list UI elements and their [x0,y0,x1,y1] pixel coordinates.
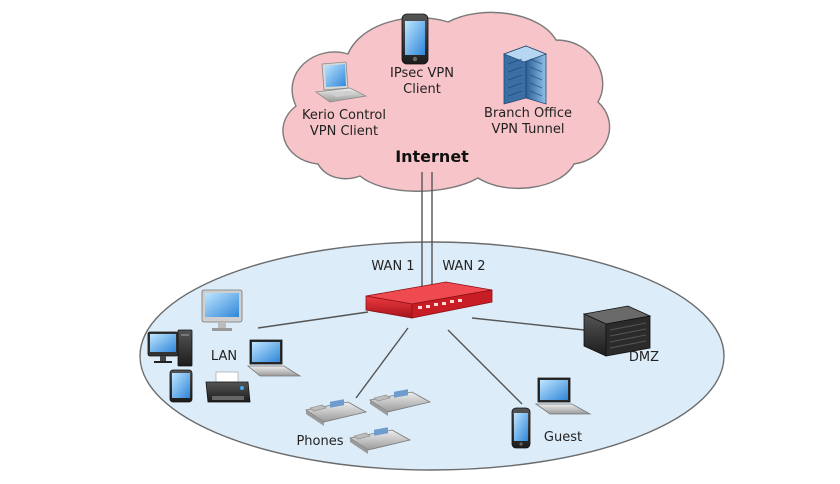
wan2-label: WAN 2 [442,259,486,274]
smartphone-icon [511,407,531,449]
guest-label: Guest [543,430,583,445]
desktop-monitor-icon [201,289,243,331]
laptop-icon [246,339,302,377]
ip-phone-icon [304,399,368,426]
office-building-icon [502,45,548,105]
smartphone-icon [401,13,429,65]
dmz-link [471,317,585,331]
printer-icon [205,371,251,403]
lan-label: LAN [210,349,238,364]
phones-label: Phones [296,434,344,449]
kerio-vpn-client-label: Kerio Control VPN Client [302,108,386,139]
tablet-icon [169,369,193,403]
firewall-appliance-icon [365,281,493,319]
laptop-icon [314,61,368,103]
internet-title: Internet [395,147,469,166]
guest-link [447,329,523,405]
lan-link [257,311,369,329]
ipsec-vpn-client-label: IPsec VPN Client [390,66,454,97]
wan1-label: WAN 1 [371,259,415,274]
phones-link [355,327,409,399]
dmz-label: DMZ [628,350,660,365]
ip-phone-icon [348,427,412,454]
ip-phone-icon [368,389,432,416]
laptop-icon [534,377,592,415]
desktop-pc-icon [147,329,193,367]
branch-office-vpn-label: Branch Office VPN Tunnel [484,106,572,137]
server-icon [582,305,652,357]
